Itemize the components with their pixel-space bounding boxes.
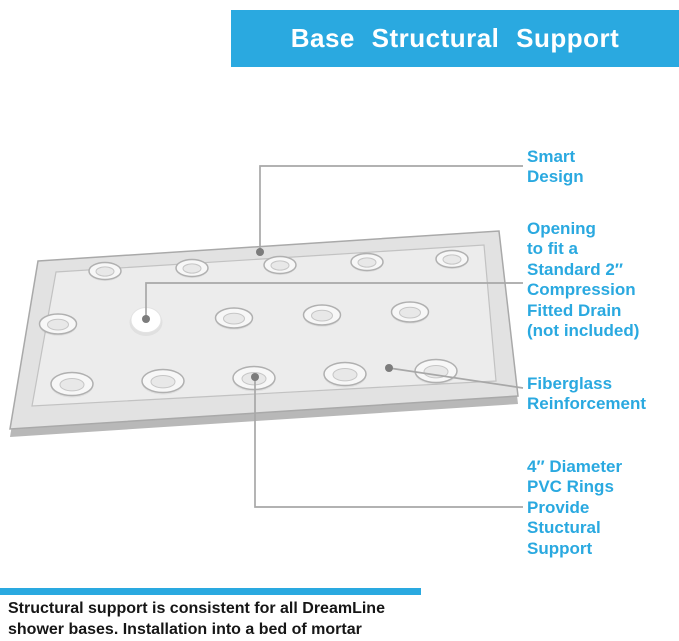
pvc-ring [141, 368, 185, 396]
footer-note-line: shower bases. Installation into a bed of… [8, 620, 362, 638]
pvc-ring [350, 252, 384, 273]
footer-note: Structural support is consistent for all… [8, 599, 385, 641]
callout-dot-smart-design [256, 248, 264, 256]
callout-line-fiberglass [388, 367, 524, 389]
pvc-ring [390, 301, 430, 325]
pvc-ring [38, 313, 78, 337]
pvc-ring [323, 361, 367, 389]
tray-floor [31, 244, 497, 407]
callout-line-drain-opening [145, 282, 523, 318]
footer-note-line: Structural support is consistent for all… [8, 600, 385, 617]
callout-dot-pvc-rings [251, 373, 259, 381]
callout-line-smart-design [259, 165, 523, 252]
footer-accent-bar [0, 588, 421, 595]
page-title: Base Structural Support [290, 23, 620, 53]
pvc-ring [50, 371, 94, 399]
pvc-ring [88, 261, 122, 282]
pvc-ring [175, 258, 209, 279]
callout-line-pvc-rings [254, 377, 523, 508]
pvc-ring [263, 255, 297, 276]
callout-label-fiberglass: Fiberglass Reinforcement [527, 374, 647, 414]
callout-dot-drain-opening [142, 315, 150, 323]
callout-label-pvc-rings: 4″ Diameter PVC Rings Provide Stuctural … [527, 457, 623, 558]
pvc-ring [435, 249, 469, 270]
callout-dot-fiberglass [385, 364, 393, 372]
pvc-ring [302, 304, 342, 328]
title-banner: Base Structural Support [231, 10, 679, 67]
shower-base-tray [9, 230, 519, 437]
callout-label-drain-opening: Opening to fit a Standard 2″ Compression… [527, 219, 640, 340]
callout-label-smart-design: Smart Design [527, 147, 584, 187]
pvc-ring [214, 307, 254, 331]
